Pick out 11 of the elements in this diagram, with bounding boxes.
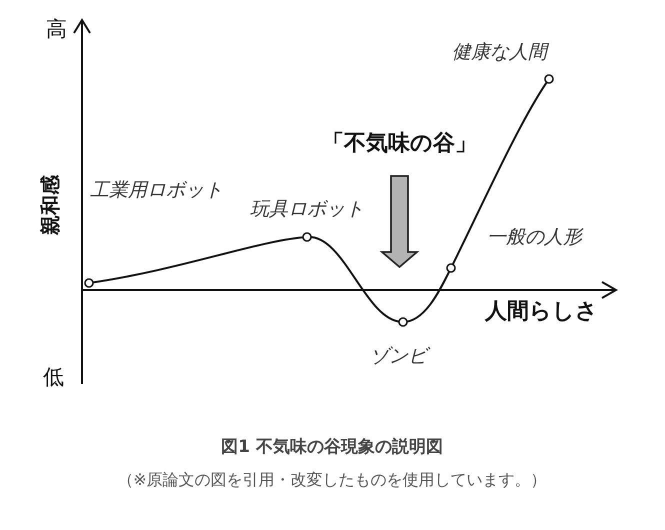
point-label: 健康な人間 xyxy=(452,43,547,62)
axis-end-label: 低 xyxy=(43,367,64,388)
axis-title: 親和感 xyxy=(40,175,60,235)
point-label: 玩具ロボット xyxy=(250,200,364,219)
callout-title: 「不気味の谷」 xyxy=(322,133,477,155)
axis-title: 人間らしさ xyxy=(485,301,598,323)
point-label: 一般の人形 xyxy=(487,228,582,247)
figure-caption: 図1 不気味の谷現象の説明図 xyxy=(221,439,443,456)
axis-end-label: 高 xyxy=(46,19,67,40)
point-label: 工業用ロボット xyxy=(90,181,223,200)
note-text: （※原論文の図を引用・改変したものを使用しています。） xyxy=(117,472,547,488)
